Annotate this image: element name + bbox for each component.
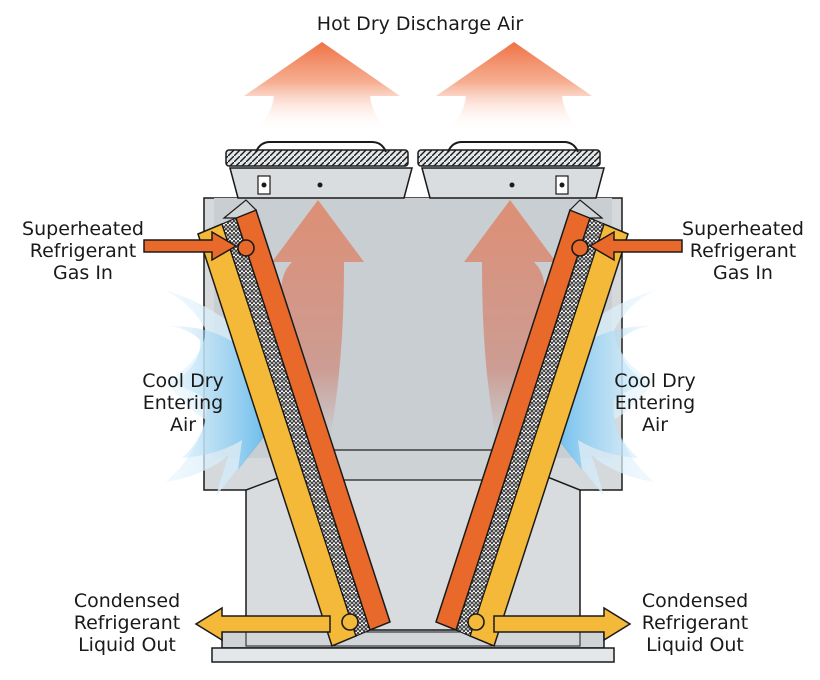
gas-in-arrow-left [143,230,238,262]
refrigerant-arrows [143,230,683,642]
hot-discharge-arrows [244,42,592,132]
liquid-out-arrow-right [493,606,632,642]
inner-hot-air-arrows [272,200,556,440]
liquid-header-right [467,613,485,631]
label-gas-in-left: Superheated Refrigerant Gas In [22,218,144,284]
label-liquid-out-left: Condensed Refrigerant Liquid Out [73,590,181,656]
gas-header-right [571,239,589,257]
base-plate [211,647,615,663]
gas-header-left [237,239,255,257]
label-cool-air-left: Cool Dry Entering Air [142,370,224,436]
label-liquid-out-right: Condensed Refrigerant Liquid Out [641,590,749,656]
coil-right [435,199,629,648]
liquid-header-left [341,613,359,631]
liquid-out-arrow-left [194,606,331,642]
fan-left [225,141,413,199]
fan-right [417,141,605,199]
label-cool-air-right: Cool Dry Entering Air [614,370,696,436]
label-hot-dry-discharge-air: Hot Dry Discharge Air [316,13,524,35]
inner-arrow-left [272,200,364,440]
discharge-arrow-left [244,42,400,132]
discharge-arrow-right [436,42,592,132]
inner-arrow-right [464,200,556,440]
gas-in-arrow-right [588,230,683,262]
label-gas-in-right: Superheated Refrigerant Gas In [682,218,804,284]
coil-left [197,199,391,648]
